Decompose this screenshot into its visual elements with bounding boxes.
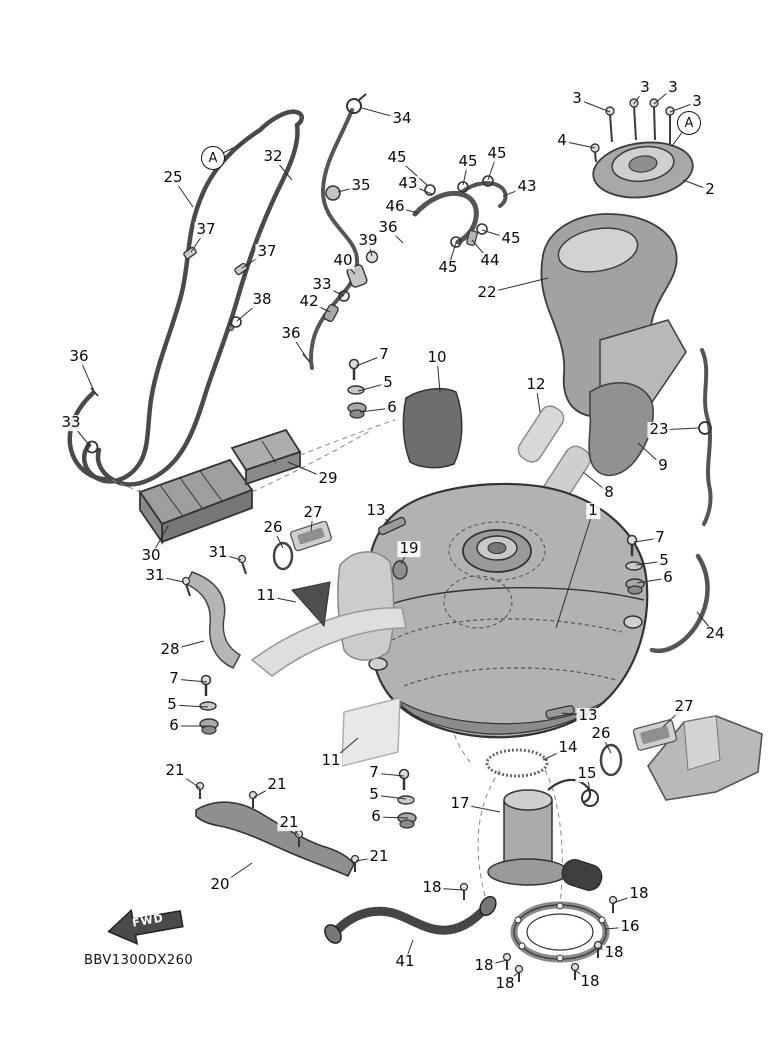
callout-46: 46 (383, 197, 407, 216)
callout-21: 21 (163, 761, 187, 780)
callout-23: 23 (647, 420, 671, 439)
callout-6: 6 (661, 568, 675, 587)
callout-30: 30 (139, 546, 163, 565)
callout-5: 5 (657, 551, 671, 570)
callout-21: 21 (367, 847, 391, 866)
callout-40: 40 (331, 251, 355, 270)
callout-42: 42 (297, 292, 321, 311)
callout-13: 13 (364, 501, 388, 520)
callout-6: 6 (369, 807, 383, 826)
callout-21: 21 (265, 775, 289, 794)
callout-26: 26 (589, 724, 613, 743)
callout-22: 22 (475, 283, 499, 302)
callout-17: 17 (448, 794, 472, 813)
callout-43: 43 (396, 174, 420, 193)
callout-6: 6 (167, 716, 181, 735)
callout-13: 13 (576, 706, 600, 725)
callout-10: 10 (425, 348, 449, 367)
callout-39: 39 (356, 231, 380, 250)
callout-36: 36 (67, 347, 91, 366)
callout-33: 33 (59, 413, 83, 432)
callout-25: 25 (161, 168, 185, 187)
callout-44: 44 (478, 251, 502, 270)
callout-18: 18 (578, 972, 602, 991)
callout-37: 37 (194, 220, 218, 239)
diagram-code: BBV1300DX260 (84, 953, 194, 968)
callout-14: 14 (556, 738, 580, 757)
callout-11: 11 (254, 586, 278, 605)
callout-24: 24 (703, 624, 727, 643)
callout-12: 12 (524, 375, 548, 394)
callout-3: 3 (638, 78, 652, 97)
ref-marker-A: A (201, 146, 225, 170)
callout-28: 28 (158, 640, 182, 659)
fwd-arrow-icon (107, 908, 184, 946)
callout-8: 8 (602, 483, 616, 502)
callout-37: 37 (255, 242, 279, 261)
callout-21: 21 (277, 813, 301, 832)
callout-16: 16 (618, 917, 642, 936)
callout-19: 19 (397, 539, 421, 558)
callout-33: 33 (310, 275, 334, 294)
callout-18: 18 (420, 878, 444, 897)
callout-7: 7 (377, 345, 391, 364)
callout-3: 3 (570, 89, 584, 108)
callout-31: 31 (143, 566, 167, 585)
callout-7: 7 (653, 528, 667, 547)
callout-29: 29 (316, 469, 340, 488)
callout-45: 45 (456, 152, 480, 171)
callout-31: 31 (206, 543, 230, 562)
callout-5: 5 (367, 785, 381, 804)
callout-7: 7 (367, 763, 381, 782)
callout-32: 32 (261, 147, 285, 166)
ref-marker-A: A (677, 111, 701, 135)
callout-18: 18 (627, 884, 651, 903)
callout-3: 3 (666, 78, 680, 97)
callout-7: 7 (167, 669, 181, 688)
callout-11: 11 (319, 751, 343, 770)
callout-2: 2 (703, 180, 717, 199)
callout-1: 1 (586, 501, 600, 520)
callout-15: 15 (575, 764, 599, 783)
callout-26: 26 (261, 518, 285, 537)
callout-5: 5 (381, 373, 395, 392)
callout-20: 20 (208, 875, 232, 894)
callout-18: 18 (602, 943, 626, 962)
callout-6: 6 (385, 398, 399, 417)
callout-45: 45 (436, 258, 460, 277)
callout-45: 45 (385, 148, 409, 167)
callout-4: 4 (555, 131, 569, 150)
callout-9: 9 (656, 456, 670, 475)
callout-41: 41 (393, 952, 417, 971)
callout-34: 34 (390, 109, 414, 128)
callout-35: 35 (349, 176, 373, 195)
callout-18: 18 (472, 956, 496, 975)
callout-38: 38 (250, 290, 274, 309)
callout-45: 45 (485, 144, 509, 163)
callout-27: 27 (672, 697, 696, 716)
callout-3: 3 (690, 92, 704, 111)
callout-18: 18 (493, 974, 517, 993)
callout-43: 43 (515, 177, 539, 196)
callout-27: 27 (301, 503, 325, 522)
callout-36: 36 (376, 218, 400, 237)
callout-36: 36 (279, 324, 303, 343)
callout-5: 5 (165, 695, 179, 714)
callout-45: 45 (499, 229, 523, 248)
